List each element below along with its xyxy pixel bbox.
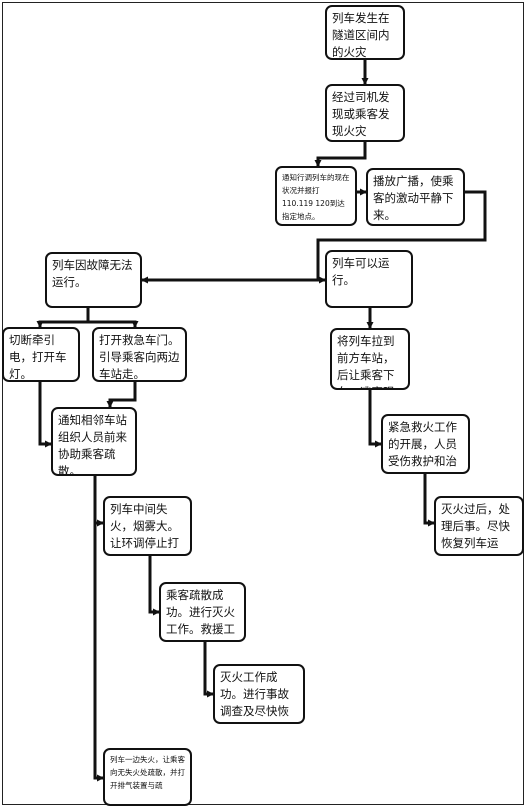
- arrow-open-doors-to-notify-adjacent: [106, 382, 137, 408]
- arrow-emergency-to-after-fire: [423, 474, 435, 527]
- node-after-fire: 灭火过后，处理后事。尽快恢复列车运行。: [434, 496, 524, 556]
- node-pull-to-station: 将列车拉到前方车站，后让乘客下车。逃离现场。: [330, 328, 410, 390]
- node-extinguish-success: 灭火工作成功。进行事故调查及尽快恢复运行。: [213, 664, 305, 724]
- arrow-discover-to-notify: [314, 142, 367, 167]
- arrow-middle-fire-to-evac-success: [148, 556, 160, 616]
- arrow-notify-adjacent-to-middle-fire: [93, 476, 104, 527]
- node-open-doors: 打开救急车门。引导乘客向两边车站走。: [92, 327, 187, 382]
- node-end-car-fire: 列车一边失火，让乘客向无失火处疏散，并打开排气装置与疏: [103, 748, 192, 806]
- arrow-evac-success-to-extinguish-success: [203, 642, 214, 698]
- arrow-notify-adjacent-to-end-fire: [93, 523, 104, 782]
- node-emergency-firefighting: 紧急救火工作的开展，人员受伤救护和治安管理。: [381, 414, 470, 474]
- node-evacuation-success: 乘客疏散成功。进行灭火工作。救援工作。: [159, 582, 246, 642]
- node-notify-adjacent-station: 通知相邻车站组织人员前来协助乘客疏散。: [51, 407, 137, 476]
- arrow-fault-branch: [36, 308, 90, 328]
- diagram-frame: [2, 2, 524, 805]
- node-fire-discovered: 经过司机发现或乘客发现火灾: [325, 84, 405, 142]
- node-train-fault: 列车因故障无法运行。: [45, 252, 142, 308]
- node-fire-in-tunnel: 列车发生在隧道区间内的火灾: [325, 5, 405, 60]
- arrow-cut-power-to-notify-adjacent: [38, 382, 52, 448]
- node-notify-dispatch: 通知行调列车的现在状况并报打110.119 120到达指定地点。: [275, 166, 357, 226]
- arrow-fault-to-open-doors: [88, 320, 139, 328]
- node-middle-car-fire: 列车中间失火，烟雾大。让环调停止打开排气装置。: [103, 496, 192, 556]
- node-train-can-run: 列车可以运行。: [325, 250, 413, 308]
- node-broadcast: 播放广播，使乘客的激动平静下来。: [366, 168, 465, 226]
- arrow-pull-station-to-emergency: [368, 390, 382, 448]
- arrow-broadcast-return: [316, 190, 487, 280]
- node-cut-power: 切断牵引电，打开车灯。: [2, 327, 80, 382]
